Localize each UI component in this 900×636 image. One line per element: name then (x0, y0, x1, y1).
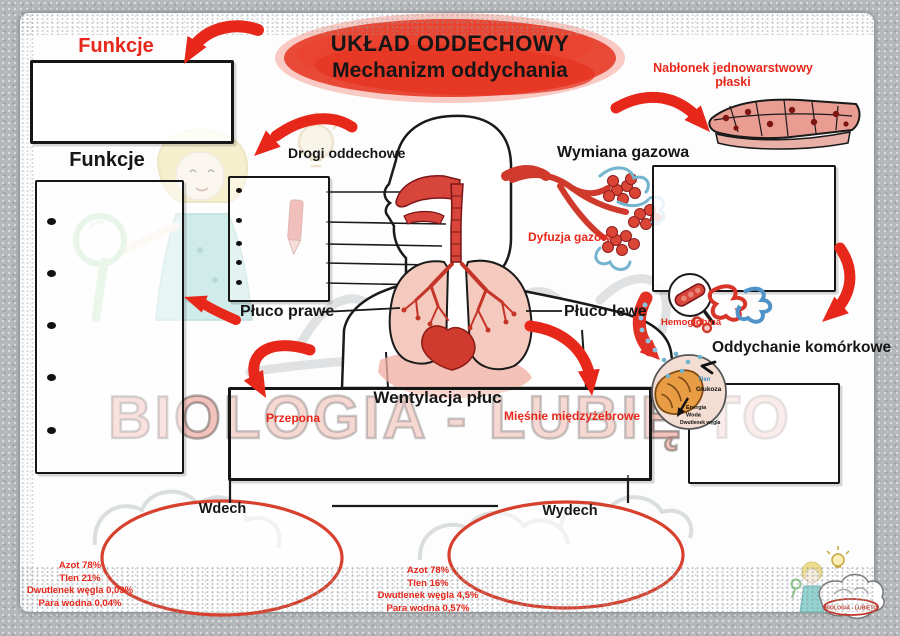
logo-magnifier-icon (790, 578, 802, 590)
bullet (47, 427, 56, 434)
page-title-line1: UKŁAD ODDECHOWY (330, 31, 570, 56)
bullet (236, 188, 242, 193)
bronchi-illustration (403, 262, 515, 331)
heart-illustration (421, 325, 476, 371)
oddychanie-komorkowe-label: Oddychanie komórkowe (712, 339, 892, 356)
wdech-composition-line: Azot 78% (58, 560, 102, 571)
wdech-composition-line: Para wodna 0,04% (38, 597, 122, 609)
logo-bulb-icon (831, 553, 845, 567)
wymiana-gazowa-answer-box[interactable] (652, 165, 836, 292)
oddychanie-komorkowe-answer-box[interactable] (688, 383, 840, 484)
funkcje-top-answer-box[interactable] (30, 60, 234, 144)
lungs-illustration (388, 259, 533, 371)
wydech-composition: Azot 78% Tlen 16% Dwutlenek węgla 4,5% P… (376, 565, 480, 615)
wydech-composition-line: Dwutlenek węgla 4,5% (377, 590, 479, 601)
bullet (236, 280, 242, 285)
bullet (236, 260, 242, 265)
przepona-label: Przepona (266, 411, 321, 425)
funkcje-left-answer-box[interactable] (35, 180, 184, 474)
bullet (236, 241, 242, 246)
logo-text: BIOLOGIA - LUBIĘTO (825, 606, 878, 612)
wentylacja-pluc-answer-box[interactable] (228, 387, 652, 481)
nablonek-label: Nabłonek jednowarstwowy płaski (648, 61, 818, 90)
wydech-label: Wydech (542, 503, 598, 519)
wdech-composition: Azot 78% Tlen 21% Dwutlenek węgla 0,03% … (25, 560, 135, 610)
epithelium-illustration (708, 98, 861, 150)
wydech-answer-ellipse[interactable] (447, 500, 685, 610)
bullet (236, 218, 242, 223)
pluco-prawe-label: Płuco prawe (240, 303, 335, 320)
pencil-watermark-icon (287, 199, 304, 256)
funkcje-left-label: Funkcje (69, 149, 145, 171)
bullet (47, 322, 56, 329)
wydech-composition-line: Tlen 16% (407, 577, 449, 589)
wdech-composition-line: Dwutlenek węgla 0,03% (26, 585, 134, 596)
wymiana-gazowa-label: Wymiana gazowa (557, 144, 690, 161)
nablonek-line2: płaski (715, 74, 751, 89)
pluco-prawe-line (321, 307, 401, 313)
wdech-answer-ellipse[interactable] (100, 499, 344, 617)
funkcje-top-label: Funkcje (78, 35, 154, 57)
page-title-line2: Mechanizm oddychania (332, 59, 568, 82)
wydech-composition-line: Para wodna 0,57% (386, 602, 470, 614)
drogi-oddechowe-answer-box[interactable] (228, 176, 330, 302)
alveoli-dots (401, 307, 517, 333)
hemoglobina-label: Hemoglobina (661, 317, 722, 328)
nablonek-line1: Nabłonek jednowarstwowy (653, 61, 813, 75)
miesnie-label: Mięśnie międzyżebrowe (504, 409, 641, 423)
pluco-lewe-label: Płuco lewe (564, 303, 647, 320)
alveoli-illustration (501, 165, 666, 271)
wdech-composition-line: Tlen 21% (59, 572, 101, 584)
airway-illustration (395, 175, 464, 263)
logo: BIOLOGIA - LUBIĘTO (790, 546, 885, 619)
bullet (47, 270, 56, 277)
wentylacja-pluc-label: Wentylacja płuc (373, 388, 502, 407)
title-scribble (275, 13, 625, 103)
drogi-oddechowe-label: Drogi oddechowe (288, 145, 406, 161)
wdech-label: Wdech (198, 501, 247, 517)
bullet (47, 218, 56, 225)
wydech-composition-line: Azot 78% (406, 565, 450, 576)
dyfuzja-gazow-label: Dyfuzja gazów (528, 230, 611, 244)
bullet (47, 374, 56, 381)
